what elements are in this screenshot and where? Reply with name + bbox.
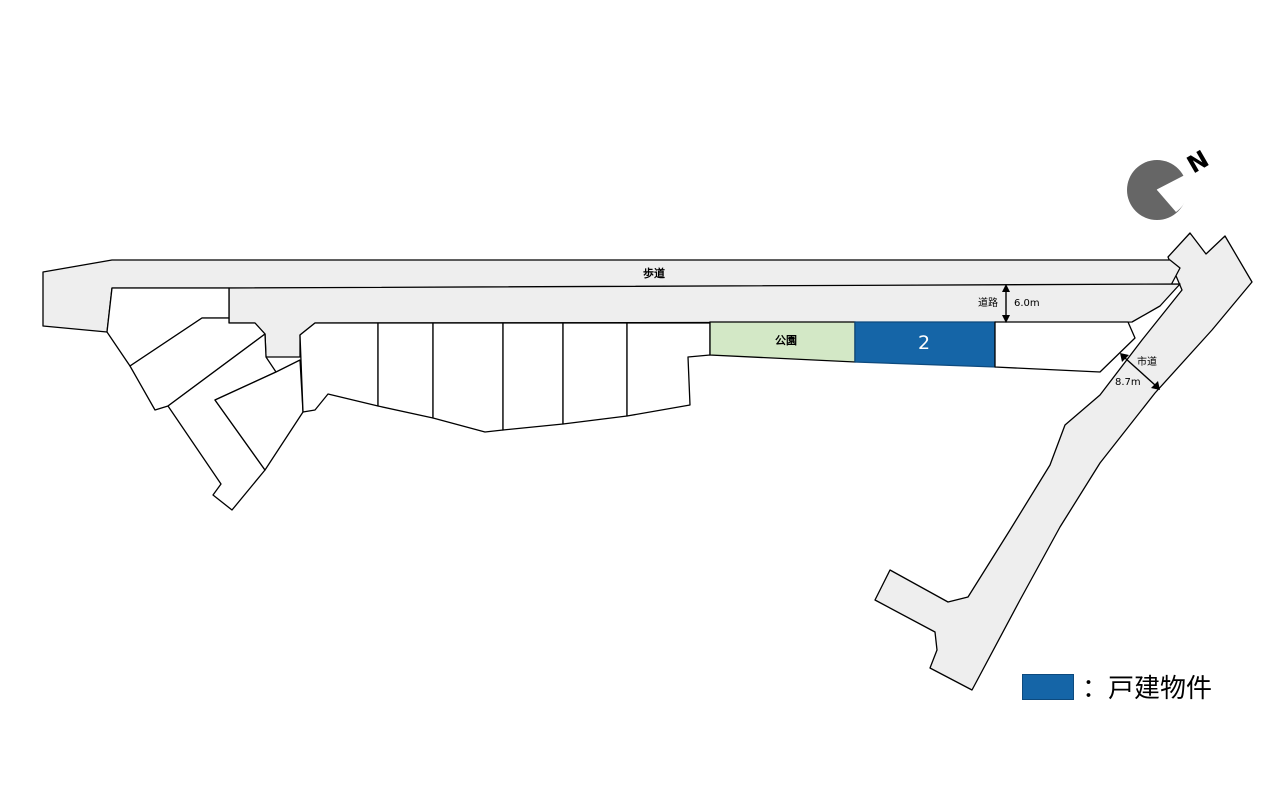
- road-label: 道路: [978, 296, 998, 309]
- lot-center-3: [432, 322, 504, 433]
- city-road-label: 市道: [1137, 355, 1157, 368]
- legend-separator: ：: [1082, 674, 1109, 704]
- lot-center-1: [299, 322, 379, 413]
- lot-center-2: [377, 322, 434, 419]
- lot-center-4: [502, 322, 564, 431]
- lot-left-2: [129, 317, 266, 411]
- north-compass-icon: [1127, 160, 1189, 220]
- legend: ： 戸建物件: [1022, 668, 1212, 705]
- north-label: N: [1182, 145, 1213, 179]
- legend-swatch-property: [1022, 673, 1074, 700]
- city-road-width-dimension: [1120, 353, 1160, 390]
- property-number-label: 2: [918, 332, 930, 354]
- lot-right: [994, 321, 1136, 373]
- road-width-dimension: [1002, 284, 1010, 323]
- city-road: [874, 232, 1253, 691]
- road-width-label: 6.0m: [1014, 298, 1040, 309]
- legend-label: 戸建物件: [1108, 674, 1213, 704]
- city-road-width-label: 8.7m: [1115, 377, 1141, 388]
- park-label: 公園: [775, 334, 797, 347]
- lot-center-5: [562, 322, 628, 425]
- sidewalk-label: 歩道: [643, 266, 665, 280]
- lot-center-6: [626, 322, 711, 417]
